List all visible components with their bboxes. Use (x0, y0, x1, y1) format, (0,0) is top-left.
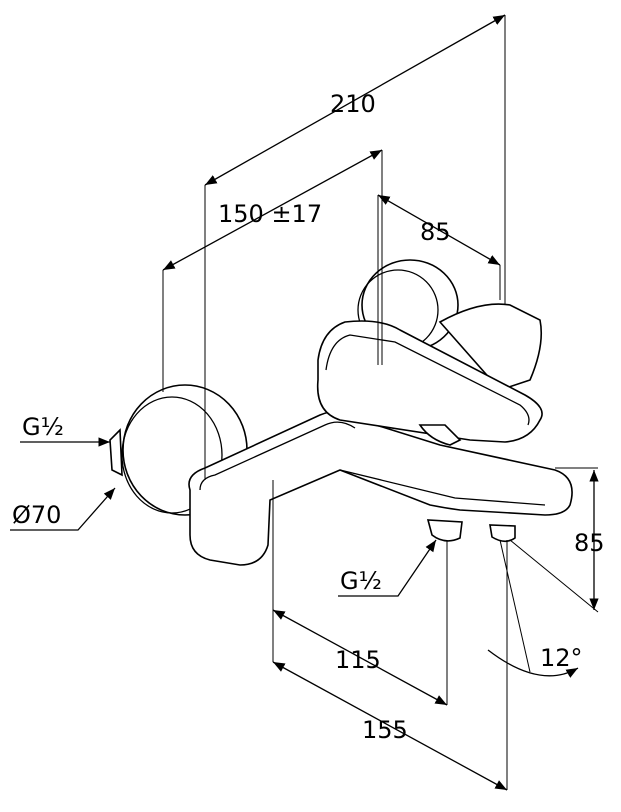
dim-155 (272, 661, 508, 791)
faucet-illustration (109, 259, 573, 566)
label-85-top: 85 (420, 218, 451, 246)
leader-d70 (10, 487, 116, 531)
dim-12deg (487, 649, 579, 678)
dimension-lines (10, 14, 599, 791)
label-155: 155 (362, 716, 408, 744)
lever-handle (316, 320, 543, 443)
label-85-right: 85 (574, 529, 605, 557)
dim-150 (162, 149, 383, 271)
label-g-left: G½ (22, 413, 64, 441)
label-115: 115 (335, 646, 381, 674)
leader-g-bottom (338, 539, 437, 597)
label-210: 210 (330, 90, 376, 118)
inlet-nipple (109, 428, 123, 477)
dim-85-top (377, 194, 501, 266)
label-150: 150 ±17 (218, 200, 322, 228)
outlet-nozzle (426, 519, 463, 542)
label-g-bottom: G½ (340, 567, 382, 595)
lever-back (438, 303, 543, 391)
label-d70: Ø70 (12, 501, 61, 529)
label-12deg: 12° (540, 644, 583, 672)
